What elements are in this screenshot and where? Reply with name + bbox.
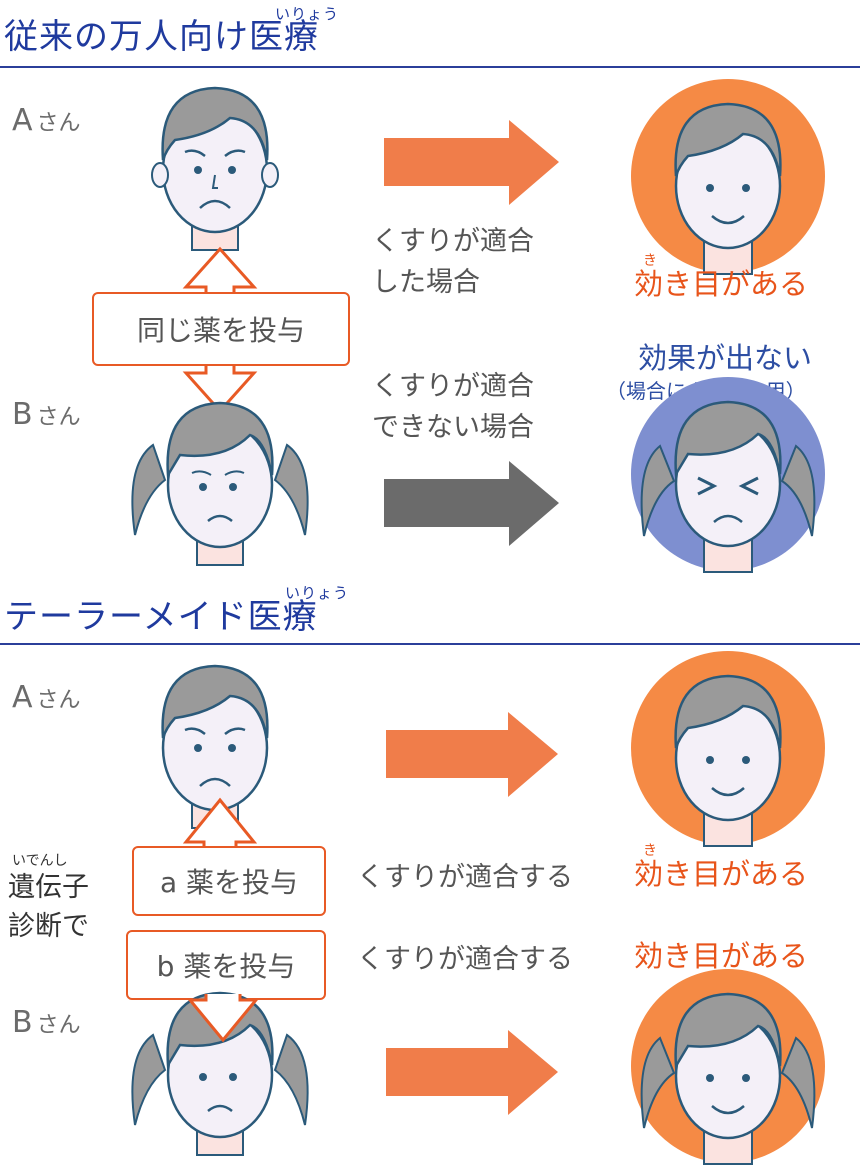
section-divider <box>0 66 860 68</box>
section-title-tailormade: テーラーメイド医療 <box>4 600 318 634</box>
happy-face-icon-2 <box>630 650 826 846</box>
same-drug-box: 同じ薬を投与 <box>92 292 350 366</box>
gene-diagnosis-label: 遺伝子診断で <box>8 868 89 946</box>
effective-label-b: 効き目がある <box>634 942 808 971</box>
label-fit-a: くすりが適合する <box>357 858 573 899</box>
happy-face-icon <box>630 78 826 274</box>
sad-pigtail-face-icon <box>125 385 315 575</box>
label-drug-fit: くすりが適合した場合 <box>372 222 534 303</box>
gene-ruby: いでんし <box>12 850 68 870</box>
arrow-right-icon-3 <box>386 1030 558 1115</box>
arrow-right-icon-2 <box>386 712 558 797</box>
label-fit-b: くすりが適合する <box>357 940 573 981</box>
drug-a-box: a 薬を投与 <box>132 846 326 916</box>
arrow-right-icon <box>384 120 559 205</box>
section-title-conventional: 従来の万人向け医療 <box>4 20 319 54</box>
happy-pigtail-face-icon <box>630 968 826 1164</box>
no-effect-label: 効果が出ない <box>638 335 812 377</box>
crying-face-icon <box>630 376 826 572</box>
effective-label-a: 効き目がある <box>634 860 808 889</box>
effective-label: 効き目がある <box>634 270 808 299</box>
section-divider-2 <box>0 643 860 645</box>
up-arrow-icon <box>184 798 256 848</box>
down-arrow-icon <box>188 994 258 1042</box>
arrow-right-gray-icon <box>384 461 559 546</box>
sad-face-icon <box>140 80 290 260</box>
label-drug-nofit: くすりが適合できない場合 <box>372 367 534 448</box>
